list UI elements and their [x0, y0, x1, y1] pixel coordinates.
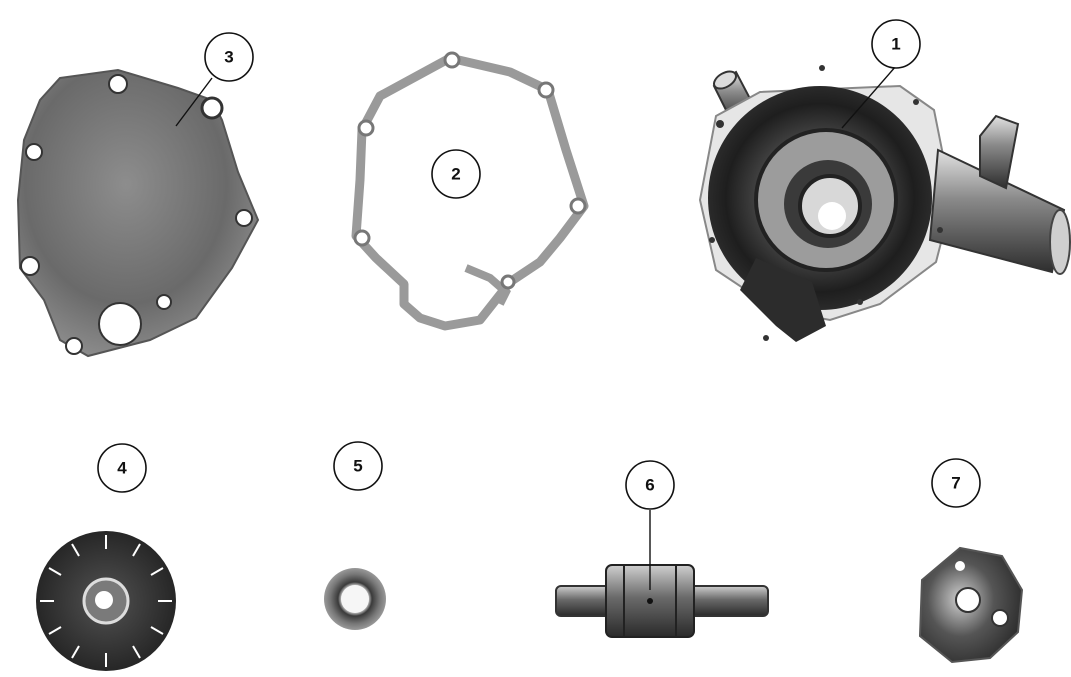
callout-2: 2: [432, 150, 480, 198]
callout-6: 6: [626, 461, 674, 509]
callout-3: 3: [205, 33, 253, 81]
callout-4-label: 4: [117, 459, 127, 478]
callout-2-label: 2: [451, 165, 460, 184]
callout-4: 4: [98, 444, 146, 492]
hub-disc-part: [920, 548, 1022, 662]
seal-ring-part: [324, 568, 386, 630]
callout-7: 7: [932, 459, 980, 507]
callout-1: 1: [872, 20, 920, 68]
shaft-part: [556, 565, 768, 637]
impeller-part: [36, 531, 176, 671]
callout-5-label: 5: [353, 457, 362, 476]
pump-housing-part: [700, 65, 1070, 342]
cover-plate-part: [18, 70, 258, 356]
callout-1-label: 1: [891, 35, 900, 54]
callout-5: 5: [334, 442, 382, 490]
callout-6-label: 6: [645, 476, 654, 495]
callout-7-label: 7: [951, 474, 960, 493]
callout-3-label: 3: [224, 48, 233, 67]
